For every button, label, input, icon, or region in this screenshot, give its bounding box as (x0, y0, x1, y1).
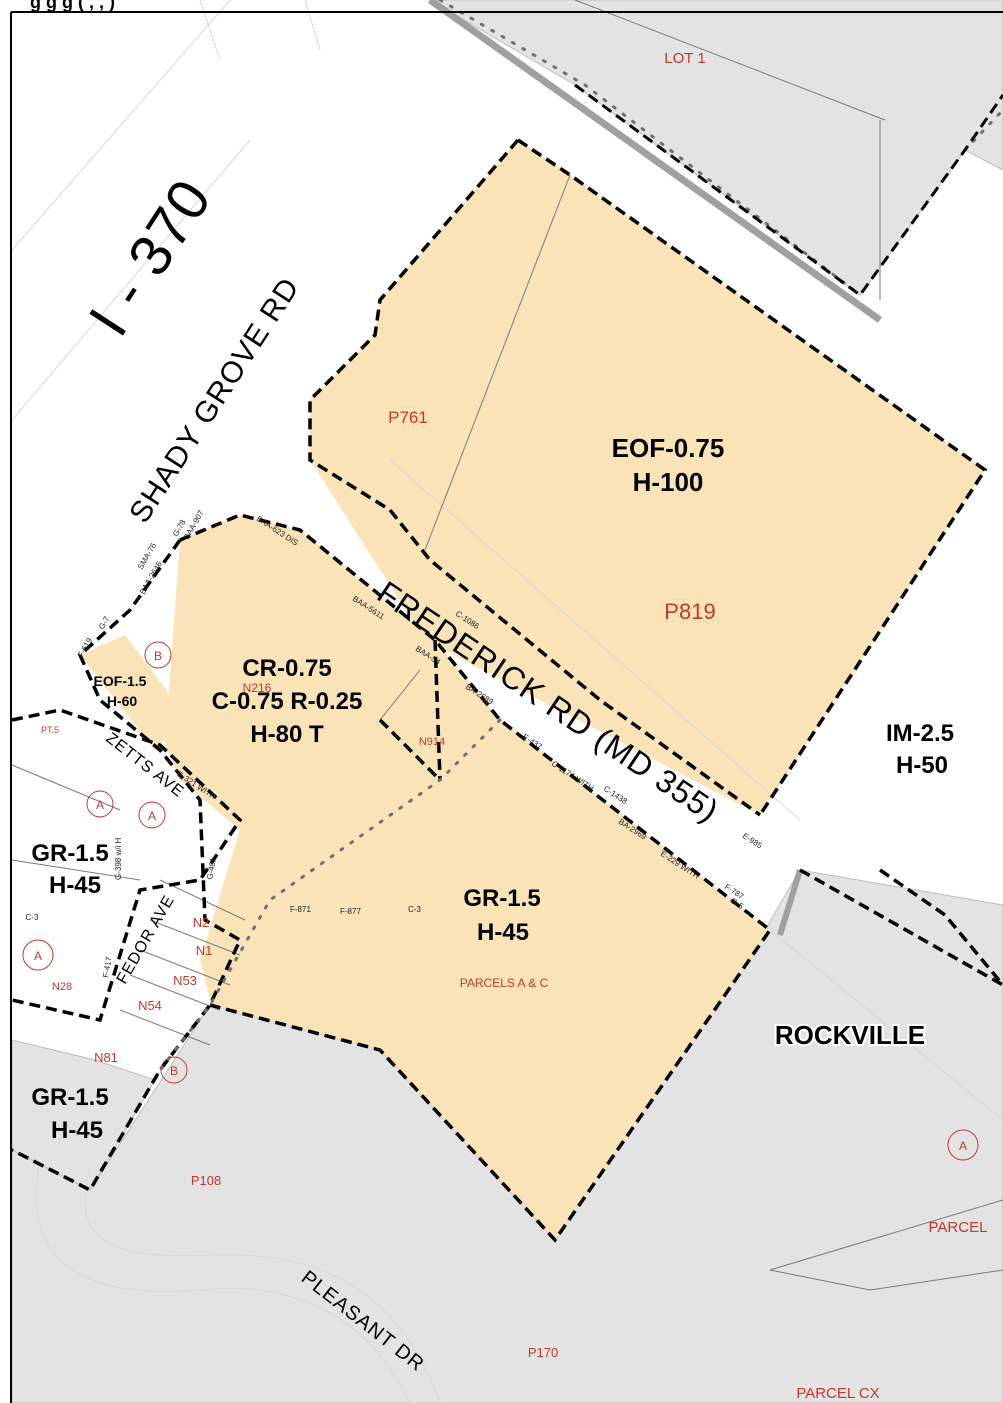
svg-text:GR-1.5: GR-1.5 (31, 1084, 108, 1111)
parcel-n1: N1 (196, 943, 213, 958)
parcel-n2: N2 (193, 915, 210, 930)
zone-gr-center-area (210, 720, 770, 1240)
label-f877: F-877 (340, 907, 361, 916)
label-g398: G-398 w/i H (114, 838, 123, 880)
circle-marker-b-bottom: B (160, 1056, 188, 1084)
zone-eof-075-area (310, 140, 985, 815)
svg-text:A: A (34, 949, 42, 963)
svg-text:H-45: H-45 (49, 872, 101, 899)
circle-marker-a-left2: A (138, 801, 166, 829)
city-label: ROCKVILLE (775, 1020, 925, 1050)
parcel-c3: C-3 (26, 913, 39, 922)
parcel-n53: N53 (173, 973, 197, 988)
parcel-p761: P761 (388, 408, 428, 427)
zone-label-eof-15: EOF-1.5 H-60 (94, 673, 147, 709)
svg-text:B: B (154, 649, 162, 663)
street-centerlines (11, 0, 1003, 1403)
zone-label-gr-left-top: GR-1.5 H-45 (31, 840, 108, 899)
parcel-n81: N81 (94, 1050, 118, 1065)
parcel-lines (11, 0, 1003, 1291)
label-f871: F-871 (290, 905, 311, 914)
svg-text:H-50: H-50 (896, 752, 948, 779)
svg-text:A: A (959, 1139, 967, 1153)
zone-label-gr-left-bottom: GR-1.5 H-45 (31, 1084, 108, 1144)
zone-cr-075-area (165, 515, 500, 1000)
svg-text:H-100: H-100 (633, 467, 704, 497)
svg-text:H-45: H-45 (477, 919, 529, 946)
parcel-p170: P170 (528, 1345, 558, 1360)
label-g481: G-481 (205, 856, 218, 880)
svg-text:H-45: H-45 (51, 1117, 103, 1144)
svg-text:C-0.75 R-0.25: C-0.75 R-0.25 (212, 688, 363, 715)
svg-text:H-60: H-60 (107, 693, 138, 709)
zone-eof-15-area (80, 635, 185, 750)
label-c3b: C-3 (408, 905, 421, 914)
zone-label-gr-center: GR-1.5 H-45 (463, 885, 540, 946)
parcel-parcel: PARCEL (929, 1219, 988, 1236)
zone-boundaries (11, 138, 1003, 1243)
svg-text:GR-1.5: GR-1.5 (31, 840, 108, 867)
label-f417: F-417 (101, 956, 114, 979)
parcel-parcel-cx: PARCEL CX (796, 1385, 879, 1402)
svg-text:A: A (148, 809, 156, 823)
highway-band (427, 0, 883, 323)
circle-marker-a-left3: A (22, 939, 54, 971)
parcel-pt5: PT.5 (41, 725, 59, 735)
parcel-p819: P819 (664, 599, 715, 624)
zone-label-eof-075: EOF-0.75 H-100 (612, 433, 725, 497)
svg-text:IM-2.5: IM-2.5 (886, 720, 954, 747)
zone-label-im-25: IM-2.5 H-50 (886, 720, 954, 779)
parcel-lot1: LOT 1 (664, 50, 705, 67)
parcel-parcels-ac: PARCELS A & C (460, 976, 549, 990)
svg-text:GR-1.5: GR-1.5 (463, 885, 540, 912)
svg-text:EOF-0.75: EOF-0.75 (612, 433, 725, 463)
parcel-p108: P108 (191, 1173, 221, 1188)
parcel-n216: N216 (243, 681, 272, 695)
corporate-limits (158, 0, 1003, 1072)
svg-text:B: B (170, 1064, 178, 1078)
circle-marker-a-right: A (947, 1129, 979, 1161)
header-partial: g g g ( , , ) (30, 0, 115, 12)
parcel-n28: N28 (52, 981, 72, 993)
zone-label-cr-075: CR-0.75 C-0.75 R-0.25 H-80 T (212, 655, 363, 748)
lot1-boundary (574, 83, 1003, 298)
svg-text:EOF-1.5: EOF-1.5 (94, 673, 147, 689)
svg-text:A: A (96, 798, 104, 812)
rockville-band (777, 869, 803, 936)
svg-text:H-80 T: H-80 T (250, 721, 324, 748)
svg-text:CR-0.75: CR-0.75 (242, 655, 331, 682)
parcel-n54: N54 (138, 998, 162, 1013)
circle-marker-a-left1: A (86, 790, 114, 818)
circle-marker-b-top: B (144, 641, 172, 669)
parcel-n914: N914 (419, 736, 445, 748)
